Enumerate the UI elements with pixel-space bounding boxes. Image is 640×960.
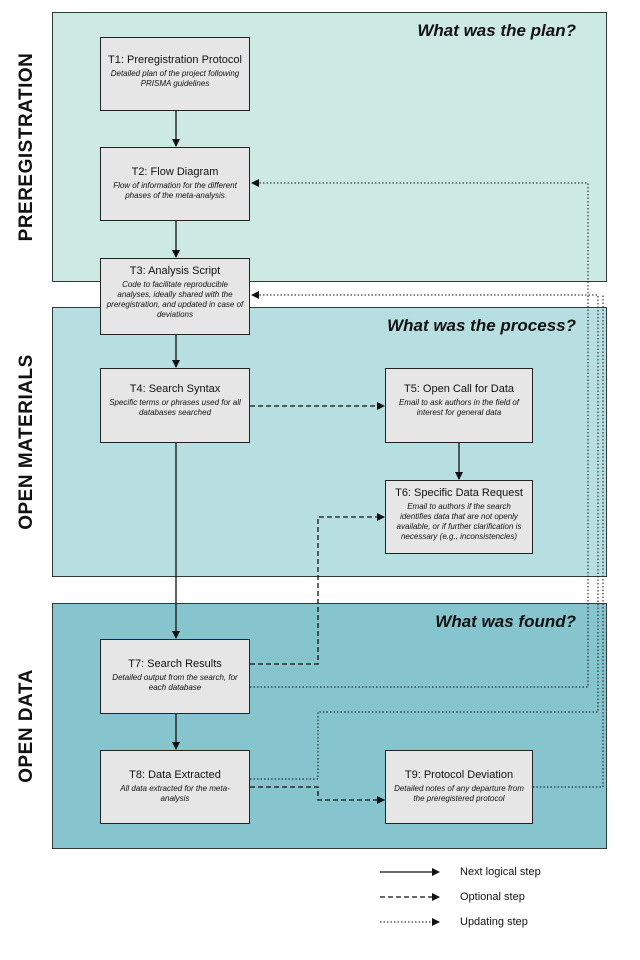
node-t7-desc: Detailed output from the search, for eac… bbox=[112, 673, 238, 692]
node-t3-desc: Code to facilitate reproducible analyses… bbox=[106, 280, 244, 319]
node-t8: T8: Data Extracted All data extracted fo… bbox=[100, 750, 250, 824]
node-t1: T1: Preregistration Protocol Detailed pl… bbox=[100, 37, 250, 111]
node-t6-desc: Email to authors if the search identifie… bbox=[396, 502, 522, 541]
section-heading-plan: What was the plan? bbox=[417, 21, 576, 40]
node-t7: T7: Search Results Detailed output from … bbox=[100, 639, 250, 714]
legend-optional-label: Optional step bbox=[460, 891, 525, 903]
node-t2: T2: Flow Diagram Flow of information for… bbox=[100, 147, 250, 221]
legend-solid-line bbox=[380, 868, 440, 876]
node-t9-desc: Detailed notes of any departure from the… bbox=[394, 784, 524, 803]
node-t8-desc: All data extracted for the meta-analysis bbox=[120, 784, 230, 803]
legend-dotted-line bbox=[380, 918, 440, 926]
node-t5-desc: Email to ask authors in the field of int… bbox=[398, 398, 520, 417]
optional-t7-t6 bbox=[250, 513, 385, 665]
section-heading-process: What was the process? bbox=[387, 316, 576, 335]
node-t3: T3: Analysis Script Code to facilitate r… bbox=[100, 258, 250, 335]
node-t1-desc: Detailed plan of the project following P… bbox=[110, 69, 240, 88]
node-t2-desc: Flow of information for the different ph… bbox=[113, 181, 237, 200]
node-t4-title: T4: Search Syntax bbox=[129, 383, 221, 395]
node-t4-desc: Specific terms or phrases used for all d… bbox=[109, 398, 241, 417]
node-t6-title: T6: Specific Data Request bbox=[395, 487, 523, 499]
node-t4: T4: Search Syntax Specific terms or phra… bbox=[100, 368, 250, 443]
node-t7-title: T7: Search Results bbox=[128, 658, 222, 670]
section-heading-found: What was found? bbox=[435, 612, 576, 631]
legend-next-label: Next logical step bbox=[460, 866, 541, 878]
node-t8-title: T8: Data Extracted bbox=[129, 769, 221, 781]
legend-updating-label: Updating step bbox=[460, 916, 528, 928]
node-t9: T9: Protocol Deviation Detailed notes of… bbox=[385, 750, 533, 824]
node-t9-title: T9: Protocol Deviation bbox=[404, 769, 514, 781]
updating-t9-t3 bbox=[533, 295, 604, 788]
node-t1-title: T1: Preregistration Protocol bbox=[108, 54, 242, 66]
node-t5: T5: Open Call for Data Email to ask auth… bbox=[385, 368, 533, 443]
node-t2-title: T2: Flow Diagram bbox=[131, 166, 219, 178]
node-t6: T6: Specific Data Request Email to autho… bbox=[385, 480, 533, 554]
node-t3-title: T3: Analysis Script bbox=[129, 265, 221, 277]
optional-t8-t9 bbox=[250, 786, 385, 804]
legend-dashed-line bbox=[380, 893, 440, 901]
updating-t7-t2 bbox=[250, 179, 589, 688]
node-t5-title: T5: Open Call for Data bbox=[403, 383, 515, 395]
updating-t8-t3 bbox=[250, 291, 599, 780]
